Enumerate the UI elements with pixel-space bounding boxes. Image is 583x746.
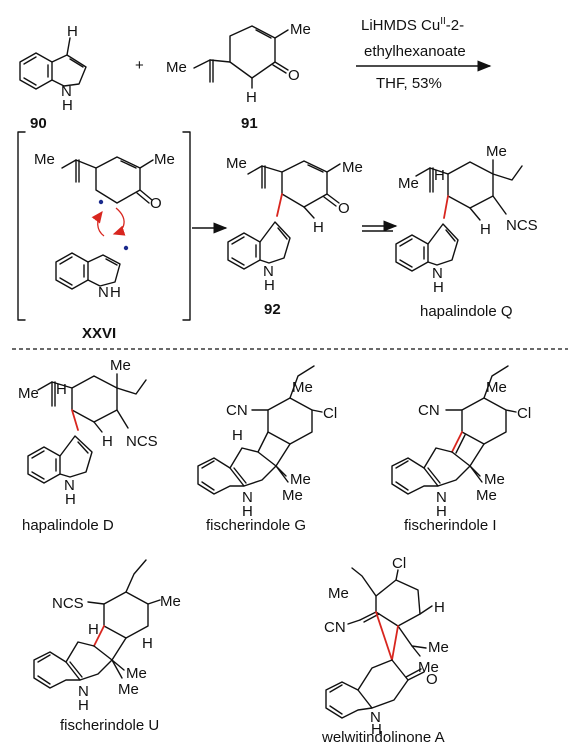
ketone-oxygen: O — [338, 200, 350, 217]
reagents-text-line2: ethylhexanoate — [364, 43, 466, 60]
methyl-group: Me — [398, 175, 419, 192]
hapalindole-d: Me Me H H NCS N H hapalindole D — [18, 357, 158, 534]
ketone-oxygen: O — [288, 67, 300, 84]
nh-h-atom: H — [110, 284, 121, 301]
compound-label-90: 90 — [30, 115, 47, 132]
n-atom: N — [98, 284, 109, 301]
compound-92: Me O Me H N H 92 — [226, 155, 363, 318]
methyl-group: Me — [282, 487, 303, 504]
nh-h-atom: H — [371, 721, 382, 738]
nh-h-atom: H — [78, 697, 89, 714]
n-atom: N — [242, 489, 253, 506]
n-atom: N — [436, 489, 447, 506]
nitrile-group: CN — [324, 619, 346, 636]
compound-label-xxvi: XXVI — [82, 325, 116, 342]
chloro-group: Cl — [392, 555, 406, 572]
compound-90: H N H 90 — [19, 23, 87, 132]
reaction-arrow-1: LiHMDS CuII-2- ethylhexanoate THF, 53% — [356, 16, 492, 92]
methyl-group: Me — [110, 357, 131, 374]
bracket — [17, 131, 191, 321]
h-atom: H — [142, 635, 153, 652]
h-atom: H — [246, 89, 257, 106]
h-atom: H — [56, 381, 67, 398]
methyl-group: Me — [292, 379, 313, 396]
nh-h-atom: H — [436, 503, 447, 520]
hapalindole-q: Me Me H H NCS N H hapalindole Q — [395, 143, 538, 320]
h-atom: H — [67, 23, 78, 40]
isothiocyanate-group: NCS — [52, 595, 84, 612]
h-atom: H — [88, 621, 99, 638]
methyl-group: Me — [160, 593, 181, 610]
n-atom: N — [370, 709, 381, 726]
h-atom: H — [480, 221, 491, 238]
nitrile-group: CN — [226, 402, 248, 419]
radical-dot — [98, 199, 104, 205]
nh-h-atom: H — [62, 97, 73, 114]
chloro-group: Cl — [323, 405, 337, 422]
methyl-group: Me — [290, 21, 311, 38]
intermediate-xxvi: Me O Me N H XXVI — [34, 151, 175, 342]
h-atom: H — [313, 219, 324, 236]
nitrile-group: CN — [418, 402, 440, 419]
n-atom: N — [64, 477, 75, 494]
fischerindole-u: Me NCS H H Me Me N H fischerindole U — [33, 559, 181, 734]
ketone-oxygen: O — [426, 671, 438, 688]
compound-name-fischerindole-u: fischerindole U — [60, 717, 159, 734]
methyl-group: Me — [342, 159, 363, 176]
methyl-group: Me — [118, 681, 139, 698]
n-atom: N — [263, 263, 274, 280]
compound-name-fischerindole-i: fischerindole I — [404, 517, 497, 534]
chloro-group: Cl — [517, 405, 531, 422]
fischerindole-i: Me Cl CN Me Me N H fischerindole I — [391, 365, 531, 534]
isothiocyanate-group: NCS — [126, 433, 158, 450]
nh-h-atom: H — [65, 491, 76, 508]
radical-dot — [123, 245, 129, 251]
methyl-group: Me — [428, 639, 449, 656]
welwitindolinone-a: Cl Me CN H Me Me O N H welwitindolinone … — [321, 555, 449, 746]
ketone-oxygen: O — [150, 195, 162, 212]
nh-h-atom: H — [242, 503, 253, 520]
n-atom: N — [61, 83, 72, 100]
methyl-group: Me — [126, 665, 147, 682]
radical-arrow — [91, 210, 105, 237]
fischerindole-g: Me Cl CN H Me Me N H fischerindole G — [197, 365, 337, 534]
compound-name-hapalindole-d: hapalindole D — [22, 517, 114, 534]
conditions-text: THF, 53% — [376, 75, 442, 92]
methyl-group: Me — [486, 379, 507, 396]
methyl-group: Me — [486, 143, 507, 160]
methyl-group: Me — [476, 487, 497, 504]
methyl-group: Me — [166, 59, 187, 76]
methyl-group: Me — [418, 659, 439, 676]
multistep-arrow — [362, 220, 398, 232]
compound-name-welwitindolinone-a: welwitindolinone A — [321, 729, 445, 746]
h-atom: H — [102, 433, 113, 450]
h-atom: H — [232, 427, 243, 444]
compound-name-fischerindole-g: fischerindole G — [206, 517, 306, 534]
methyl-group: Me — [328, 585, 349, 602]
n-atom: N — [78, 683, 89, 700]
methyl-group: Me — [290, 471, 311, 488]
compound-name-hapalindole-q: hapalindole Q — [420, 303, 513, 320]
methyl-group: Me — [34, 151, 55, 168]
compound-label-92: 92 — [264, 301, 281, 318]
methyl-group: Me — [484, 471, 505, 488]
compound-91: Me O Me H 91 — [166, 21, 311, 132]
methyl-group: Me — [226, 155, 247, 172]
h-atom: H — [434, 167, 445, 184]
nh-h-atom: H — [264, 277, 275, 294]
h-atom: H — [434, 599, 445, 616]
methyl-group: Me — [18, 385, 39, 402]
isothiocyanate-group: NCS — [506, 217, 538, 234]
reagents-text: LiHMDS CuII-2- — [361, 16, 464, 34]
compound-label-91: 91 — [241, 115, 258, 132]
nh-h-atom: H — [433, 279, 444, 296]
methyl-group: Me — [154, 151, 175, 168]
n-atom: N — [432, 265, 443, 282]
radical-arrow — [112, 207, 126, 236]
plus-sign: + — [135, 57, 144, 74]
